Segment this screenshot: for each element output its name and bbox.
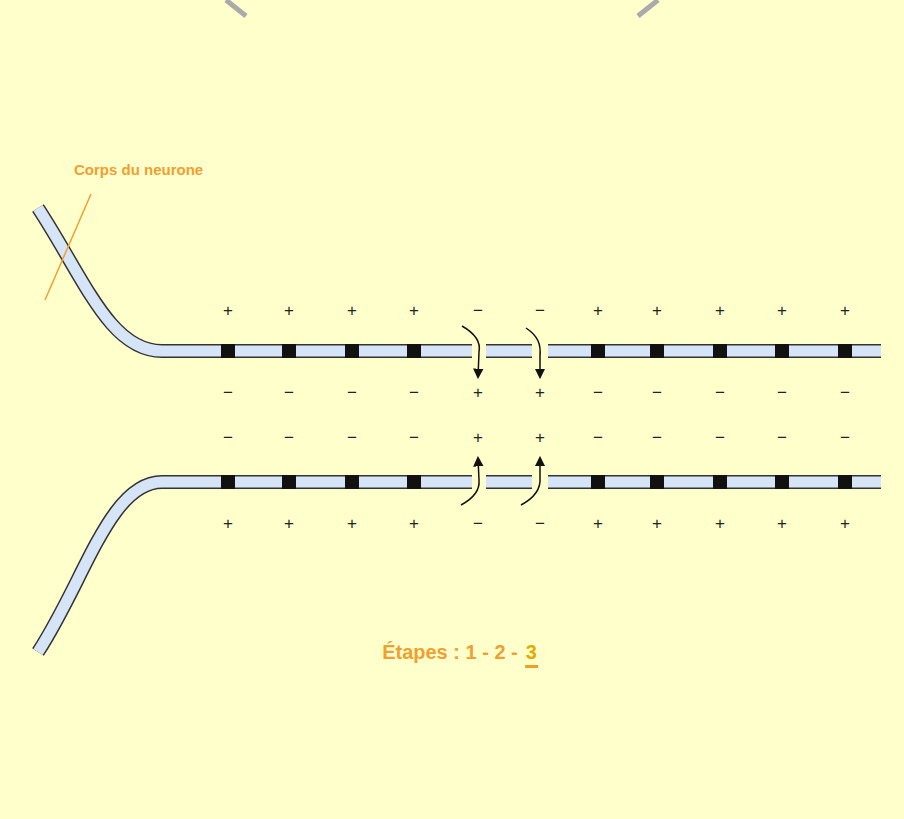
charge-sign: + xyxy=(473,429,483,446)
charge-sign: + xyxy=(593,515,603,532)
leader-line xyxy=(45,194,91,300)
charge-sign: + xyxy=(409,302,419,319)
charge-sign: − xyxy=(593,429,603,446)
charge-sign: + xyxy=(347,302,357,319)
charge-sign: − xyxy=(535,515,545,532)
decor-arcs xyxy=(226,0,658,16)
membrane-outline xyxy=(38,208,881,652)
charge-sign: − xyxy=(715,384,725,401)
charge-sign: + xyxy=(652,302,662,319)
charge-sign: + xyxy=(473,384,483,401)
charge-sign: + xyxy=(593,302,603,319)
charge-sign: − xyxy=(840,429,850,446)
charge-sign: + xyxy=(347,515,357,532)
charge-sign: + xyxy=(535,429,545,446)
ion-flow-arrow xyxy=(461,326,540,505)
charge-sign: + xyxy=(223,302,233,319)
charge-sign: − xyxy=(223,429,233,446)
steps-line: Étapes : 1 - 2 - 3 xyxy=(382,640,538,668)
charge-sign: + xyxy=(715,302,725,319)
charge-sign: + xyxy=(223,515,233,532)
charge-sign: + xyxy=(777,515,787,532)
charge-sign: − xyxy=(715,429,725,446)
charge-sign: − xyxy=(593,384,603,401)
charge-sign: − xyxy=(652,384,662,401)
charge-sign: − xyxy=(347,429,357,446)
charge-sign: − xyxy=(284,429,294,446)
charge-sign: + xyxy=(409,515,419,532)
charge-sign: − xyxy=(473,515,483,532)
charge-sign: − xyxy=(777,384,787,401)
charge-sign: + xyxy=(777,302,787,319)
steps-label: Étapes : 1 - 2 - xyxy=(382,640,518,664)
charge-sign: − xyxy=(347,384,357,401)
charge-sign: + xyxy=(652,515,662,532)
charge-sign: + xyxy=(840,515,850,532)
channel-blocks xyxy=(221,344,852,489)
charge-sign: − xyxy=(652,429,662,446)
membrane-fill xyxy=(38,208,881,652)
charge-sign: + xyxy=(535,384,545,401)
part-name: Corps du neurone xyxy=(74,161,203,179)
charge-sign: − xyxy=(840,384,850,401)
charge-sign: − xyxy=(284,384,294,401)
charge-sign: + xyxy=(284,515,294,532)
charge-sign: − xyxy=(409,384,419,401)
charge-sign: − xyxy=(409,429,419,446)
current-step: 3 xyxy=(525,640,538,668)
charge-sign: − xyxy=(473,302,483,319)
charge-sign: + xyxy=(840,302,850,319)
charge-sign: − xyxy=(223,384,233,401)
charge-sign: − xyxy=(777,429,787,446)
charge-sign: + xyxy=(284,302,294,319)
charge-sign: + xyxy=(715,515,725,532)
charge-sign: − xyxy=(535,302,545,319)
